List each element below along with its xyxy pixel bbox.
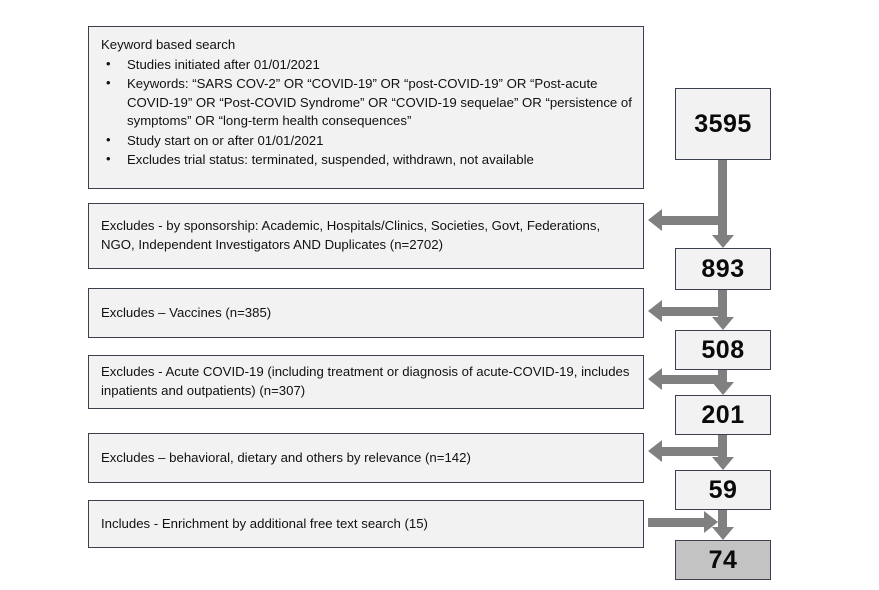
- search-criterion: Keywords: “SARS COV-2” OR “COVID-19” OR …: [101, 74, 633, 131]
- count-box-after-acute-covid: 201: [675, 395, 771, 435]
- connector-shaft-exclude-sponsorship: [662, 216, 724, 225]
- connector-shaft-exclude-acute-covid: [662, 375, 724, 384]
- filter-text: Excludes – Vaccines (n=385): [101, 304, 272, 320]
- arrowhead-right-icon: [704, 511, 718, 533]
- filter-text: Excludes – behavioral, dietary and other…: [101, 449, 471, 465]
- connector-shaft-initial-to-893: [718, 160, 727, 235]
- arrowhead-down-icon: [712, 235, 734, 248]
- count-value: 59: [708, 475, 738, 504]
- count-box-final-included: 74: [675, 540, 771, 580]
- connector-shaft-893-to-508: [718, 290, 727, 317]
- connector-shaft-59-to-74: [718, 510, 727, 527]
- arrowhead-down-icon: [712, 457, 734, 470]
- filter-box-acute-covid: Excludes - Acute COVID-19 (including tre…: [88, 355, 644, 409]
- keyword-search-bullets: Studies initiated after 01/01/2021 Keywo…: [101, 55, 633, 170]
- connector-shaft-201-to-59: [718, 435, 727, 457]
- connector-shaft-exclude-vaccines: [662, 307, 724, 316]
- filter-text: Excludes - Acute COVID-19 (including tre…: [101, 364, 630, 398]
- filter-text: Includes - Enrichment by additional free…: [101, 515, 428, 531]
- count-value: 201: [701, 400, 745, 429]
- search-criterion: Studies initiated after 01/01/2021: [101, 55, 633, 75]
- count-value: 74: [708, 545, 738, 574]
- filter-box-sponsorship: Excludes - by sponsorship: Academic, Hos…: [88, 203, 644, 269]
- filter-text: Excludes - by sponsorship: Academic, Hos…: [101, 218, 601, 252]
- count-value: 508: [701, 335, 745, 364]
- count-box-after-behavioral: 59: [675, 470, 771, 510]
- arrowhead-left-icon: [648, 368, 662, 390]
- search-criterion: Study start on or after 01/01/2021: [101, 131, 633, 151]
- connector-shaft-exclude-behavioral: [662, 447, 724, 456]
- connector-shaft-include-free-text: [648, 518, 704, 527]
- arrowhead-down-icon: [712, 382, 734, 395]
- count-value: 893: [701, 254, 745, 283]
- arrowhead-down-icon: [712, 317, 734, 330]
- arrowhead-left-icon: [648, 300, 662, 322]
- arrowhead-left-icon: [648, 440, 662, 462]
- count-value: 3595: [694, 109, 752, 138]
- filter-box-vaccines: Excludes – Vaccines (n=385): [88, 288, 644, 338]
- keyword-search-box: Keyword based search Studies initiated a…: [88, 26, 644, 189]
- count-box-initial: 3595: [675, 88, 771, 160]
- count-box-after-vaccines: 508: [675, 330, 771, 370]
- keyword-search-title: Keyword based search: [101, 37, 236, 52]
- search-criterion: Excludes trial status: terminated, suspe…: [101, 150, 633, 170]
- filter-box-free-text-enrichment: Includes - Enrichment by additional free…: [88, 500, 644, 548]
- filter-box-behavioral-dietary: Excludes – behavioral, dietary and other…: [88, 433, 644, 483]
- arrowhead-left-icon: [648, 209, 662, 231]
- count-box-after-sponsorship: 893: [675, 248, 771, 290]
